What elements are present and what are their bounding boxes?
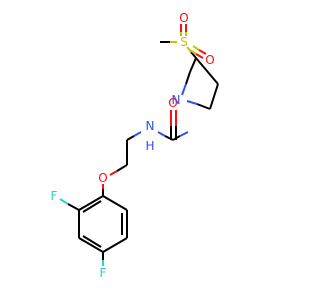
bond-ring-c1-c2 (102, 195, 128, 211)
bond-ring-c3-c4 (195, 57, 219, 85)
bond-ring-c6-c1 (78, 195, 104, 211)
atom-o-sulfonyl-right: O (205, 53, 214, 67)
bond-ring-c4-c5 (209, 83, 219, 110)
bond-ring-c5-n (196, 103, 211, 110)
bond-n-c-carbonyl-n (157, 131, 166, 137)
bond-ring-double-3 (82, 235, 102, 248)
bond-c-n-ring (172, 135, 181, 141)
bond-n-ring-c2 (185, 71, 191, 85)
molecule-structure: F F O N H O N S O O (51, 11, 219, 280)
bond-c-f-ortho-f (59, 198, 69, 205)
atom-o-sulfonyl-up: O (179, 11, 188, 25)
atom-o-carbonyl: O (168, 96, 177, 110)
bond-ring-c3-c4 (102, 237, 128, 253)
atom-s: S (180, 35, 188, 49)
bond-ring-double-1 (82, 200, 102, 213)
bond-o-ch2 (116, 164, 128, 172)
atom-n-ring: N (172, 93, 181, 107)
bond-ring-c4-c5 (78, 237, 104, 253)
bond-o-ch2-o (109, 170, 118, 176)
bond-s-o-down-1 (189, 49, 197, 55)
bond-s-o-down-1-o (195, 53, 204, 59)
atom-labels: F F O N H O N S O O (51, 11, 215, 280)
bond-c-s (190, 51, 197, 59)
bond-c-f-ortho (67, 203, 80, 211)
bond-n-ring-c2-n (181, 83, 187, 96)
atom-n-amide: N (146, 119, 155, 133)
bond-ring-c2-c3 (189, 57, 197, 73)
atom-h-amide: H (145, 139, 154, 153)
atom-f-para: F (100, 266, 107, 280)
bond-s-o-down-2-o (198, 49, 207, 55)
bonds (59, 24, 219, 266)
bond-c-n-ring-n (179, 131, 189, 137)
bond-ch2-n (126, 135, 135, 141)
bond-s-o-down-2 (192, 45, 200, 51)
atom-o-ether: O (98, 171, 107, 185)
bond-ch2-n-n (133, 131, 142, 137)
atom-f-ortho: F (51, 189, 58, 203)
bond-ring-c5-n-n (186, 100, 198, 105)
